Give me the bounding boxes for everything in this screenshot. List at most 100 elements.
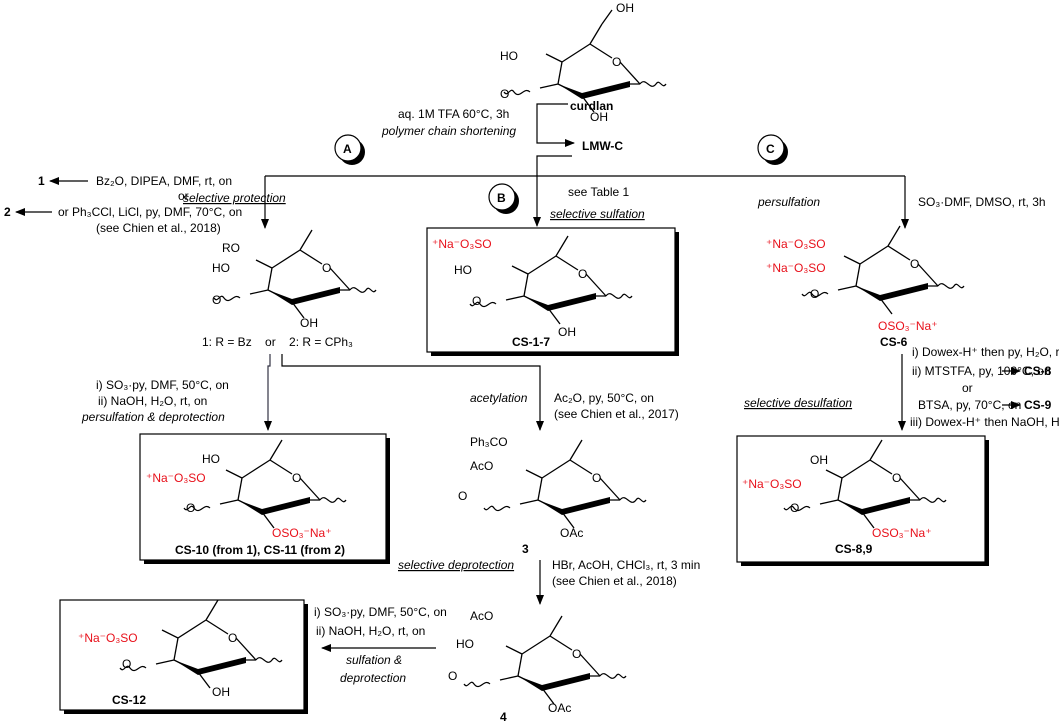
svg-text:i) SO₃·py, DMF, 50°C, on: i) SO₃·py, DMF, 50°C, on [96,378,229,392]
svg-text:B: B [497,191,506,205]
svg-text:OSO₃⁻Na⁺: OSO₃⁻Na⁺ [872,526,932,540]
box-cs12: O ⁺Na⁻O₃SO O OH CS-12 [59,599,308,714]
svg-text:i) SO₃·py, DMF, 50°C, on: i) SO₃·py, DMF, 50°C, on [314,605,447,619]
svg-text:(see Chien et al., 2018): (see Chien et al., 2018) [552,574,677,588]
svg-text:OH: OH [300,316,318,330]
step1-description: polymer chain shortening [381,124,516,138]
svg-text:O: O [322,261,331,275]
svg-text:⁺Na⁻O₃SO: ⁺Na⁻O₃SO [766,237,826,251]
svg-text:CS-12: CS-12 [112,693,146,707]
compound-4-structure: O AcO HO O OAc 4 [448,609,627,724]
svg-text:O: O [292,471,301,485]
svg-text:OH: OH [616,1,634,15]
svg-text:AcO: AcO [470,609,493,623]
cs6-structure: O ⁺Na⁻O₃SO ⁺Na⁻O₃SO O OSO₃⁻Na⁺ [766,225,965,333]
svg-text:or: or [178,189,189,203]
svg-text:O: O [572,647,581,661]
svg-text:(see Chien et al., 2017): (see Chien et al., 2017) [554,407,679,421]
compound-1-2-structure: O RO HO O OH [212,229,377,330]
lmwc-label: LMW-C [582,139,623,153]
svg-text:ii) NaOH, H₂O, rt, on: ii) NaOH, H₂O, rt, on [98,394,207,408]
persulfation-title: persulfation [757,195,820,209]
svg-text:OAc: OAc [560,526,583,540]
svg-text:OH: OH [212,685,230,699]
svg-text:HO: HO [456,637,474,651]
svg-text:iii) Dowex-H⁺ then NaOH, H₂O,: iii) Dowex-H⁺ then NaOH, H₂O, rt [910,415,1059,429]
svg-text:O: O [212,293,221,307]
svg-text:CS-8,9: CS-8,9 [835,542,873,556]
svg-text:HO: HO [500,49,518,63]
svg-text:3: 3 [522,542,529,556]
arrow-acetylation [281,354,544,431]
product-2-label: 2 [4,205,11,219]
svg-text:persulfation & deprotection: persulfation & deprotection [81,410,225,424]
product-1-label: 1 [38,174,45,188]
svg-text:O: O [448,669,457,683]
svg-text:OAc: OAc [548,701,571,715]
path-b-reference: see Table 1 [568,185,629,199]
svg-text:sulfation &: sulfation & [346,653,402,667]
box-cs10-cs11: O HO ⁺Na⁻O₃SO O OSO₃⁻Na⁺ CS-10 (from 1),… [139,433,390,564]
path-a-condition-1: Bz₂O, DIPEA, DMF, rt, on [96,174,232,188]
svg-text:HBr, AcOH, CHCl₃, rt, 3 min: HBr, AcOH, CHCl₃, rt, 3 min [552,558,700,572]
svg-text:HO: HO [212,261,230,275]
svg-text:OSO₃⁻Na⁺: OSO₃⁻Na⁺ [878,319,938,333]
svg-text:O: O [500,87,509,101]
svg-text:i) Dowex-H⁺ then py, H₂O, rt: i) Dowex-H⁺ then py, H₂O, rt [912,345,1059,359]
svg-text:⁺Na⁻O₃SO: ⁺Na⁻O₃SO [78,631,138,645]
svg-text:HO: HO [454,263,472,277]
path-a-reference: (see Chien et al., 2018) [96,221,221,235]
svg-text:⁺Na⁻O₃SO: ⁺Na⁻O₃SO [766,261,826,275]
svg-text:or: or [962,381,973,395]
svg-text:HO: HO [202,452,220,466]
circle-b: B [488,183,519,214]
svg-text:CS-9: CS-9 [1024,398,1052,412]
svg-text:O: O [910,257,919,271]
svg-text:Ph₃CO: Ph₃CO [470,435,508,449]
curdlan-label: curdlan [570,99,613,113]
curdlan-structure: O OH HO O OH [500,1,667,124]
box-cs8-9: O OH ⁺Na⁻O₃SO O OSO₃⁻Na⁺ CS-8,9 [736,435,989,566]
path-a-condition-2: or Ph₃CCl, LiCl, py, DMF, 70°C, on [58,205,242,219]
circle-c: C [757,134,788,165]
svg-text:OH: OH [558,325,576,339]
svg-text:⁺Na⁻O₃SO: ⁺Na⁻O₃SO [432,237,492,251]
svg-text:acetylation: acetylation [470,391,528,405]
svg-text:O: O [790,501,799,515]
svg-text:selective deprotection: selective deprotection [398,558,514,572]
selective-protection-title: selective protection [183,191,286,205]
svg-text:⁺Na⁻O₃SO: ⁺Na⁻O₃SO [742,477,802,491]
svg-text:O: O [578,267,587,281]
svg-text:CS-1-7: CS-1-7 [512,335,550,349]
svg-text:O: O [892,471,901,485]
selective-desulfation-title: selective desulfation [744,396,852,410]
svg-text:O: O [458,489,467,503]
circle-a: A [334,134,365,165]
selective-sulfation-title: selective sulfation [550,207,645,221]
svg-text:deprotection: deprotection [340,671,406,685]
step1-conditions: aq. 1M TFA 60°C, 3h [398,107,509,121]
svg-text:OH: OH [810,453,828,467]
arrow-curdlan-to-lmwc [536,103,575,147]
svg-text:O: O [592,471,601,485]
svg-text:O: O [612,55,621,69]
svg-text:AcO: AcO [470,459,493,473]
svg-text:Ac₂O, py, 50°C, on: Ac₂O, py, 50°C, on [554,391,654,405]
compound-1-2-label: 1: R = Bz or 2: R = CPh₃ [202,335,353,349]
compound-3-structure: O Ph₃CO AcO O OAc 3 [458,435,647,556]
box-cs1-7: O ⁺Na⁻O₃SO HO O OH CS-1-7 [426,227,679,356]
svg-text:A: A [343,142,352,156]
persulfation-conditions: SO₃·DMF, DMSO, rt, 3h [918,195,1046,209]
svg-text:O: O [122,657,131,671]
svg-text:⁺Na⁻O₃SO: ⁺Na⁻O₃SO [146,471,206,485]
cs6-label: CS-6 [880,335,908,349]
svg-text:O: O [186,501,195,515]
svg-text:BTSA, py, 70°C, on: BTSA, py, 70°C, on [918,398,1021,412]
svg-text:CS-8: CS-8 [1024,364,1052,378]
svg-text:O: O [810,287,819,301]
svg-text:RO: RO [222,241,240,255]
svg-text:CS-10 (from 1), CS-11 (from 2): CS-10 (from 1), CS-11 (from 2) [175,543,345,557]
svg-text:O: O [228,631,237,645]
arrow-persulfation [264,354,272,431]
